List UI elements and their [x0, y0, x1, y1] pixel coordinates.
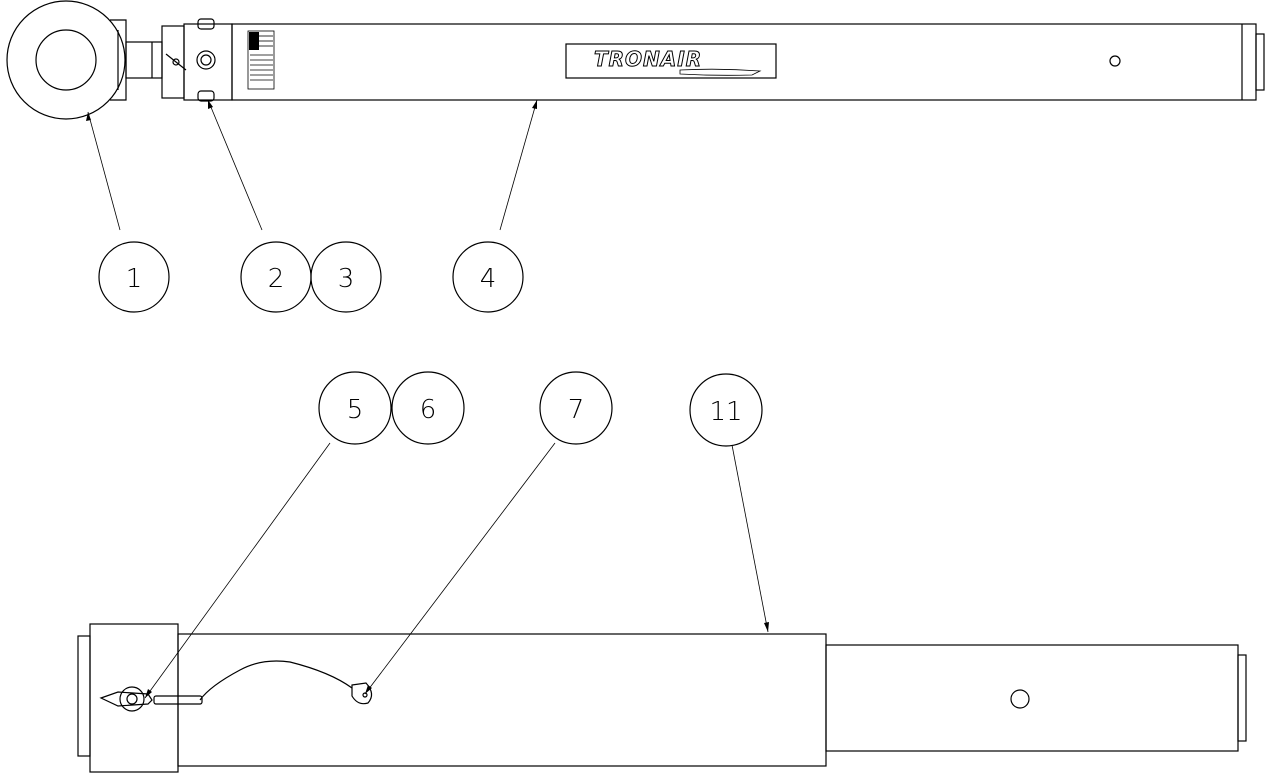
- collar-block: [89, 623, 179, 773]
- svg-text:5: 5: [347, 395, 364, 425]
- svg-text:2: 2: [268, 264, 285, 294]
- bottom-view: [77, 623, 1247, 773]
- inner-tube-hole: [1010, 689, 1030, 709]
- brand-plate: TRONAIR: [565, 43, 777, 79]
- end-collar: [161, 18, 233, 102]
- brand-name: TRONAIR: [594, 47, 702, 71]
- callout-1: 1: [98, 241, 170, 313]
- end-cap-left: [77, 635, 91, 757]
- lunette-eye: [6, 0, 127, 120]
- callout-6: 6: [391, 371, 465, 445]
- callout-3: 3: [310, 241, 382, 313]
- callout-5: 5: [318, 371, 392, 445]
- top-view: TRONAIR: [6, 0, 1265, 120]
- svg-text:7: 7: [568, 395, 585, 425]
- svg-text:4: 4: [480, 264, 497, 294]
- svg-text:11: 11: [709, 397, 742, 427]
- origin-label: [247, 30, 275, 90]
- lock-pin: [99, 686, 203, 712]
- inner-tube: [825, 644, 1239, 752]
- svg-text:3: 3: [338, 264, 355, 294]
- svg-text:1: 1: [126, 264, 143, 294]
- main-tube: [231, 23, 1265, 101]
- end-cap-right: [1237, 654, 1247, 742]
- leader-lines: [86, 99, 769, 699]
- callout-2: 2: [240, 241, 312, 313]
- callout-11: 11: [689, 373, 763, 447]
- callout-4: 4: [452, 241, 524, 313]
- pin-hole: [1109, 55, 1121, 67]
- lanyard-cable: [199, 660, 353, 701]
- outer-tube: [177, 633, 827, 767]
- eye-neck: [125, 41, 187, 79]
- callout-7: 7: [539, 371, 613, 445]
- svg-text:6: 6: [420, 395, 437, 425]
